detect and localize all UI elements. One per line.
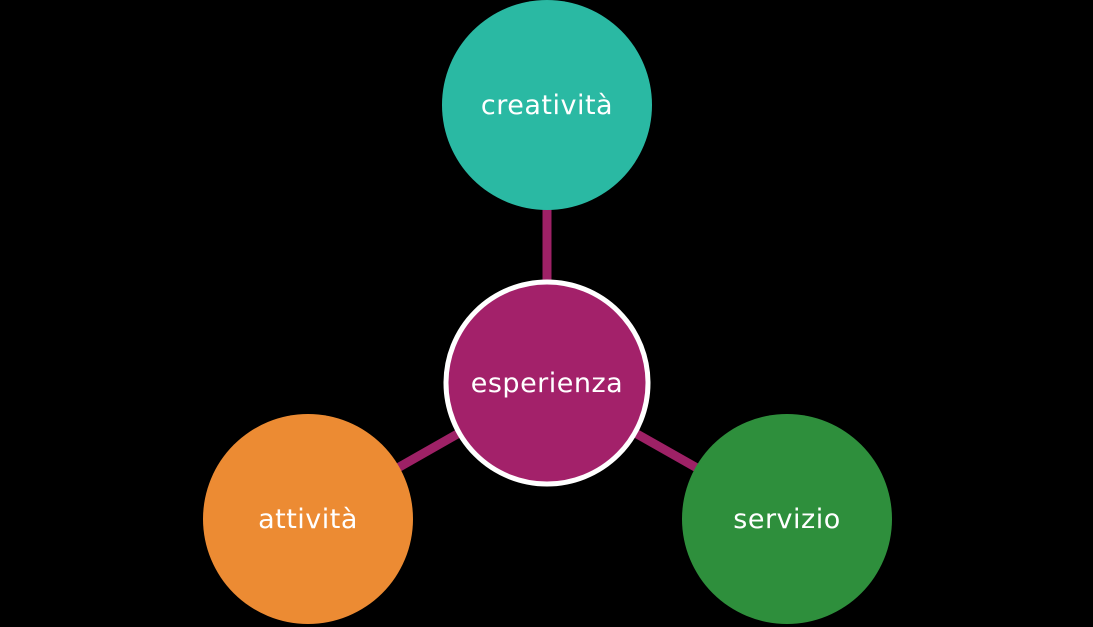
node-esperienza-circle [443,279,651,487]
node-esperienza-label: esperienza [471,368,623,399]
node-servizio-circle [682,414,892,624]
node-attivita-circle [203,414,413,624]
node-attivita-label: attività [258,504,358,535]
node-creativita-label: creatività [481,90,613,121]
node-creativita-circle [442,0,652,210]
node-servizio-label: servizio [733,504,840,535]
